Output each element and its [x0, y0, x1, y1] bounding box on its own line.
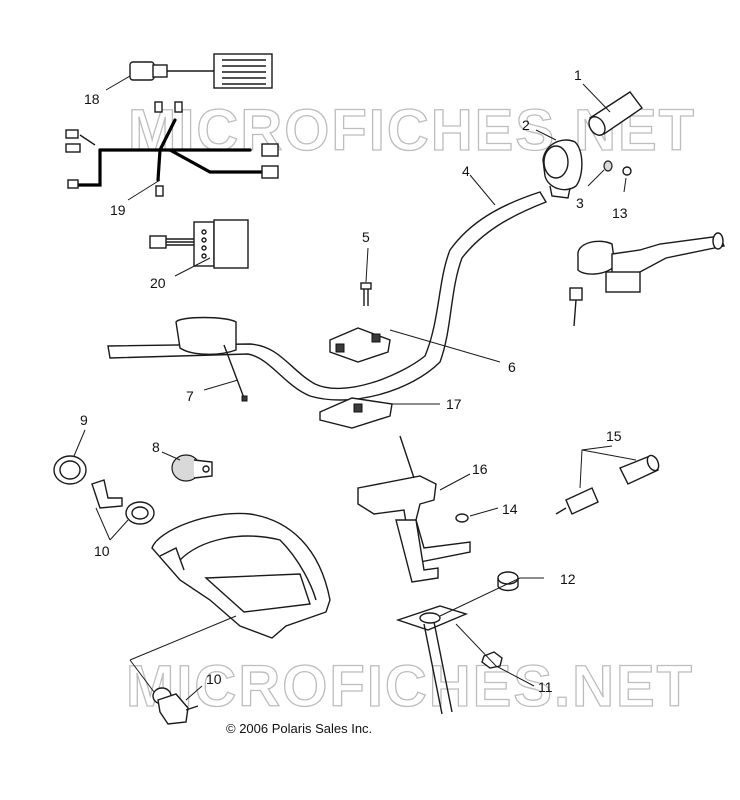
part-6-upper-clamp	[329, 327, 391, 363]
callout-12: 12	[560, 571, 576, 587]
headlight-pod-housing	[151, 512, 331, 639]
part-7-switch-housing	[175, 316, 248, 402]
callout-11: 11	[538, 679, 553, 695]
part-8-switch	[171, 454, 213, 482]
callout-6: 6	[508, 359, 516, 375]
part-4-handlebar	[107, 191, 548, 401]
part-10-clip-grommet	[91, 479, 155, 525]
callout-10-lower: 10	[206, 671, 222, 687]
watermark-bottom: MICROFICHES.NET	[126, 654, 694, 719]
part-19-wire-harness	[65, 101, 279, 197]
callout-9: 9	[80, 412, 88, 428]
callout-15: 15	[606, 428, 622, 444]
callout-3: 3	[576, 195, 584, 211]
callout-16: 16	[472, 461, 488, 477]
callout-7: 7	[186, 388, 194, 404]
part-2-throttle-housing	[542, 139, 583, 199]
copyright-notice: © 2006 Polaris Sales Inc.	[226, 721, 373, 736]
part-12-bushing	[497, 571, 519, 592]
part-9-cap	[53, 455, 87, 485]
callout-8: 8	[152, 439, 160, 455]
callout-19: 19	[110, 202, 126, 218]
part-17-lower-clamp	[319, 397, 393, 429]
part-1-grip	[588, 91, 643, 136]
callout-17: 17	[446, 396, 462, 412]
part-16-bracket	[357, 475, 471, 583]
part-5-bolt	[360, 282, 372, 306]
brake-lever-assembly	[569, 232, 725, 327]
leader-lines	[73, 75, 637, 701]
callout-20: 20	[150, 275, 166, 291]
callout-5: 5	[362, 229, 370, 245]
callout-18: 18	[84, 91, 100, 107]
callout-10-upper: 10	[94, 543, 110, 559]
callout-4: 4	[462, 163, 470, 179]
part-10-light-socket	[152, 687, 199, 725]
callout-13: 13	[612, 205, 628, 221]
part-18-resistor-connector	[129, 53, 273, 89]
callout-2: 2	[522, 117, 530, 133]
callout-1: 1	[574, 67, 582, 83]
callout-14: 14	[502, 501, 518, 517]
part-3-screw	[603, 160, 613, 172]
part-14-screw	[455, 513, 469, 523]
part-15-switches	[555, 454, 660, 515]
callout-labels: 18 19 20 1 2 3 13 4 5 6 7 17 16 14 15 9 …	[80, 67, 628, 695]
part-13-cap	[622, 166, 632, 176]
part-20-relay	[149, 219, 249, 269]
